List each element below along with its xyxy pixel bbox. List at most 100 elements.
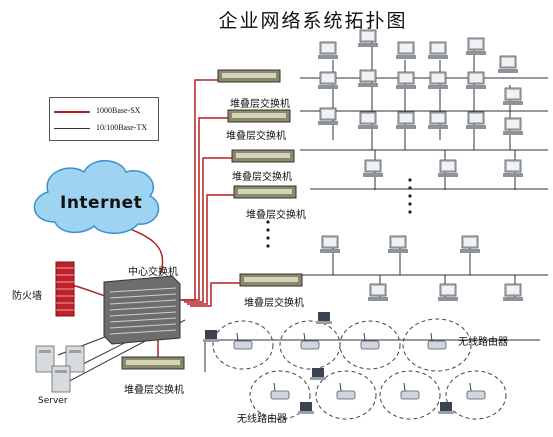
legend-copper-label: 10/100Base-TX [96, 123, 148, 132]
pc-base [318, 85, 338, 89]
laptop-base [310, 377, 326, 380]
pc-base [498, 69, 518, 73]
dot [408, 210, 412, 214]
pc-screen [470, 40, 482, 48]
core-switch [103, 275, 181, 345]
pc-icon [358, 29, 378, 47]
pc-icon [428, 111, 448, 129]
pc-screen [322, 74, 334, 82]
pc-base [396, 85, 416, 89]
legend-copper-swatch [54, 128, 90, 129]
core-switch-slot [109, 305, 177, 311]
wireless-coverage-8 [445, 370, 507, 420]
pc-base [368, 297, 388, 301]
pc-screen [470, 74, 482, 82]
pc-screen [362, 32, 374, 40]
stack-switch-label-6: 堆叠层交换机 [124, 385, 184, 396]
laptop-icon [316, 312, 332, 324]
pc-icon [388, 235, 408, 253]
dot [266, 220, 270, 224]
workstations [318, 29, 523, 301]
pc-screen [507, 286, 519, 294]
pc-base [466, 85, 486, 89]
pc-base [318, 55, 338, 59]
dot [408, 202, 412, 206]
wireless-coverage-1 [212, 320, 274, 370]
stack-switch-1 [217, 69, 281, 83]
laptop-screen [300, 402, 312, 411]
stack-switch-2 [227, 109, 291, 123]
pc-base [363, 173, 383, 177]
legend-fiber-label: 1000Base-SX [96, 106, 141, 115]
pc-screen [322, 110, 334, 118]
server-case [35, 345, 55, 373]
pc-icon [503, 87, 523, 105]
core-switch-slot [109, 299, 177, 305]
pc-screen [324, 238, 336, 246]
dot [408, 178, 412, 182]
wireless-router-icon [400, 390, 420, 400]
firewall-label: 防火墙 [12, 291, 42, 302]
laptop-base [203, 339, 219, 342]
antenna [430, 332, 433, 342]
stack-switch-ports [126, 360, 180, 365]
diagram-title: 企业网络系统拓扑图 [218, 10, 408, 32]
pc-base [320, 249, 340, 253]
wireless-router-icon [466, 390, 486, 400]
pc-icon [428, 41, 448, 59]
pc-base [358, 125, 378, 129]
internet-cloud-label: Internet [60, 193, 143, 213]
antenna [339, 382, 342, 392]
pc-base [396, 125, 416, 129]
pc-icon [318, 41, 338, 59]
pc-icon [466, 111, 486, 129]
stack-switch-label-5: 堆叠层交换机 [244, 298, 304, 309]
dot [266, 236, 270, 240]
pc-screen [442, 162, 454, 170]
pc-base [466, 51, 486, 55]
wireless-router-icon [300, 340, 320, 350]
wireless-router-label-2: 无线路由器 [237, 414, 287, 425]
antenna [236, 332, 239, 342]
server-bay [55, 370, 67, 373]
fiber-uplink-2 [181, 117, 228, 301]
server-tower [65, 345, 85, 373]
stack-switch-label-4: 堆叠层交换机 [246, 210, 306, 221]
dot [266, 228, 270, 232]
pc-base [503, 101, 523, 105]
stack-switches [121, 69, 303, 370]
pc-icon [498, 55, 518, 73]
pc-screen [442, 286, 454, 294]
core-switch-slot [109, 293, 177, 299]
stack-switch-ports [236, 153, 290, 158]
wireless-coverage-5 [249, 370, 311, 420]
laptop-icon [203, 330, 219, 342]
stack-switch-3 [231, 149, 295, 163]
core-switch-slot [109, 323, 177, 329]
pc-screen [507, 120, 519, 128]
wireless-router-icon [270, 390, 290, 400]
laptop-base [438, 411, 454, 414]
laptop-icon [298, 402, 314, 414]
pc-icon [438, 159, 458, 177]
wireless-router-icon [336, 390, 356, 400]
pc-icon [363, 159, 383, 177]
pc-screen [367, 162, 379, 170]
stack-switch-ports [238, 189, 292, 194]
pc-icon [318, 107, 338, 125]
stack-switch-label-1: 堆叠层交换机 [230, 99, 290, 110]
pc-icon [368, 283, 388, 301]
antenna [273, 382, 276, 392]
laptop-screen [205, 330, 217, 339]
pc-base [388, 249, 408, 253]
fiber-uplink-5 [190, 282, 240, 307]
wireless-router-icon [360, 340, 380, 350]
pc-screen [392, 238, 404, 246]
pc-base [428, 55, 448, 59]
stack-switch-5 [239, 273, 303, 287]
stack-switch-6 [121, 356, 185, 370]
fiber-uplink-4 [187, 194, 234, 305]
pc-icon [318, 71, 338, 89]
legend: 1000Base-SX 10/100Base-TX [49, 97, 159, 141]
